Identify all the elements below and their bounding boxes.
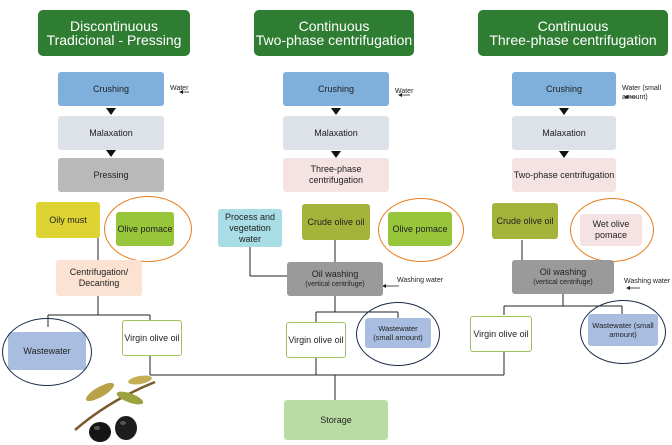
malaxation-box: Malaxation: [283, 116, 389, 150]
wastewater-highlight: [2, 318, 92, 386]
process-vegetation-water-box: Process and vegetation water: [218, 209, 282, 247]
olive-pomace-highlight: [378, 198, 464, 262]
water-label: Water: [395, 88, 414, 95]
down-arrow: [106, 108, 116, 115]
crushing-box: Crushing: [283, 72, 389, 106]
oil-washing-box: Oil washing (vertical centrifuge): [512, 260, 614, 294]
oil-washing-sublabel: (vertical centrifuge): [533, 279, 593, 286]
header-line1: Continuous: [298, 18, 370, 34]
down-arrow: [106, 150, 116, 157]
oil-washing-label: Oil washing: [311, 269, 359, 279]
washing-water-label: Washing water: [624, 278, 671, 285]
oil-washing-label: Oil washing: [539, 267, 587, 277]
olive-branch-illustration: [74, 375, 156, 442]
olive-pomace-highlight: [104, 196, 192, 262]
water-small-amount-label: Water (small amount): [622, 85, 662, 101]
wet-olive-pomace-highlight: [570, 198, 654, 262]
virgin-olive-oil-box: Virgin olive oil: [470, 316, 532, 352]
virgin-olive-oil-box: Virgin olive oil: [286, 322, 346, 358]
wastewater-highlight: [356, 302, 440, 366]
oil-washing-sublabel: (vertical centrifuge): [305, 281, 365, 288]
header-three-phase: Continuous Three-phase centrifugation: [478, 10, 668, 56]
down-arrow: [559, 108, 569, 115]
header-line1: Continuous: [537, 18, 609, 34]
header-line2: Tradicional - Pressing: [46, 32, 182, 48]
crushing-box: Crushing: [58, 72, 164, 106]
header-discontinuous-pressing: Discontinuous Tradicional - Pressing: [38, 10, 190, 56]
crude-olive-oil-box: Crude olive oil: [492, 203, 558, 239]
wastewater-highlight: [580, 300, 666, 364]
down-arrow: [559, 151, 569, 158]
virgin-olive-oil-box: Virgin olive oil: [122, 320, 182, 356]
washing-water-label: Washing water: [397, 277, 444, 284]
down-arrow: [331, 151, 341, 158]
pressing-box: Pressing: [58, 158, 164, 192]
three-phase-centrifugation-box: Three-phase centrifugation: [283, 158, 389, 192]
two-phase-centrifugation-box: Two-phase centrifugation: [512, 158, 616, 192]
header-line2: Two-phase centrifugation: [255, 32, 413, 48]
header-line2: Three-phase centrifugation: [489, 32, 657, 48]
malaxation-box: Malaxation: [58, 116, 164, 150]
malaxation-box: Malaxation: [512, 116, 616, 150]
centrifugation-decanting-box: Centrifugation/ Decanting: [56, 260, 142, 296]
water-label: Water: [170, 85, 189, 92]
crude-olive-oil-box: Crude olive oil: [302, 204, 370, 240]
oily-must-box: Oily must: [36, 202, 100, 238]
storage-box: Storage: [284, 400, 388, 440]
header-two-phase: Continuous Two-phase centrifugation: [254, 10, 414, 56]
oil-washing-box: Oil washing (vertical centrifuge): [287, 262, 383, 296]
header-line1: Discontinuous: [70, 18, 158, 34]
down-arrow: [331, 108, 341, 115]
crushing-box: Crushing: [512, 72, 616, 106]
